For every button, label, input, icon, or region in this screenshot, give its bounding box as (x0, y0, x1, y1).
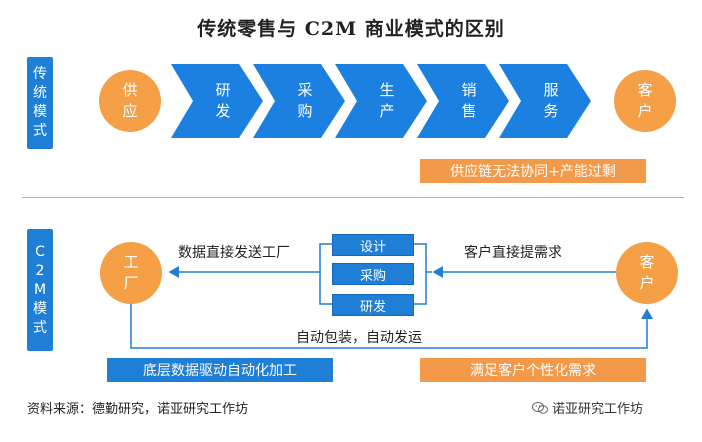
brand-text: 诺亚研究工作坊 (552, 402, 644, 417)
data-to-factory-text: 数据直接发送工厂 (178, 245, 290, 261)
source-note: 资料来源：德勤研究，诺亚研究工作坊 (27, 402, 249, 417)
personalized-demand-bar: 满足客户个性化需求 (420, 358, 646, 382)
chevron-label-production: 生产 (379, 81, 395, 120)
brand-watermark: 诺亚研究工作坊 (532, 398, 643, 417)
factory-to-customer-loop (130, 304, 653, 349)
customer-circle-traditional-label: 客户 (637, 81, 653, 120)
customer-circle-c2m-label: 客户 (639, 253, 655, 292)
chevron-rd (171, 64, 263, 138)
data-driven-bar: 底层数据驱动自动化加工 (107, 358, 333, 382)
chevron-service (499, 64, 591, 138)
traditional-side-label-text: 传统模式 (33, 66, 47, 139)
traditional-issue-bar: 供应链无法协同+产能过剩 (420, 159, 646, 183)
process-chevrons (171, 64, 591, 138)
process-box-rd: 研发 (332, 294, 414, 316)
chevron-production (335, 64, 427, 138)
traditional-side-label: 传统模式 (27, 57, 53, 149)
chevron-label-purchase: 采购 (297, 81, 313, 120)
supply-circle-label: 供应 (122, 81, 138, 120)
supply-circle: 供应 (99, 70, 161, 132)
customer-circle-traditional: 客户 (614, 70, 676, 132)
c2m-side-label-text: C2M模式 (33, 243, 47, 336)
wechat-icon (532, 401, 548, 414)
chevron-purchase (253, 64, 345, 138)
customer-circle-c2m: 客户 (616, 242, 678, 304)
process-bracket-right (414, 243, 427, 305)
process-bracket-left (319, 243, 332, 305)
chevron-label-rd: 研发 (215, 81, 231, 120)
section-divider (22, 197, 684, 198)
process-box-purchase: 采购 (332, 263, 414, 285)
customer-demand-text: 客户直接提需求 (464, 245, 562, 261)
factory-circle-label: 工厂 (123, 253, 139, 292)
chevron-label-sales: 销售 (461, 81, 477, 120)
page-title: 传统零售与 C2M 商业模式的区别 (197, 18, 505, 40)
factory-circle: 工厂 (100, 242, 162, 304)
auto-pack-ship-text: 自动包装，自动发运 (296, 330, 422, 346)
c2m-side-label: C2M模式 (27, 229, 53, 351)
chevron-label-service: 服务 (543, 81, 559, 120)
chevron-sales (417, 64, 509, 138)
process-box-design: 设计 (332, 234, 414, 256)
